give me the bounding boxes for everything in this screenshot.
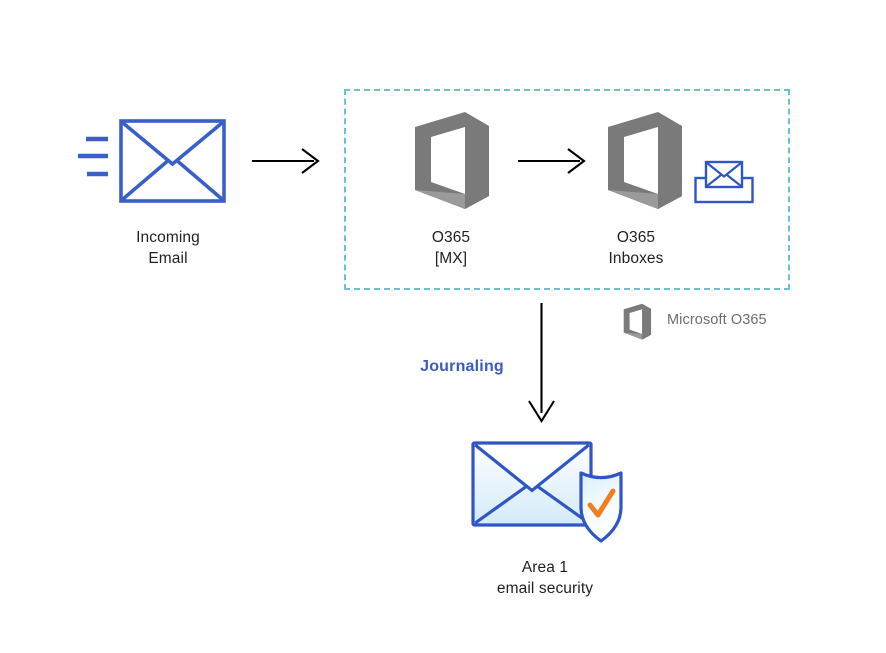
connector-mx-to-inboxes	[518, 145, 588, 177]
connector-inboxes-to-area1	[524, 303, 560, 425]
office-365-box-icon	[623, 303, 652, 340]
o365-mx-label: O365 [MX]	[431, 229, 471, 267]
journaling-label: Journaling	[420, 358, 504, 375]
legend-o365-label: Microsoft O365	[667, 312, 767, 328]
incoming-email-node[interactable]	[78, 118, 226, 210]
o365-mx-node[interactable]	[405, 110, 497, 210]
envelope-with-shield-check-icon	[471, 441, 623, 543]
o365-inboxes-label: O365 Inboxes	[608, 229, 664, 267]
envelope-with-motion-lines-icon	[78, 119, 226, 203]
office-365-box-icon	[608, 112, 682, 209]
microsoft-o365-boundary-box	[344, 89, 790, 290]
incoming-email-label: Incoming Email	[136, 229, 200, 267]
legend-o365: Microsoft O365	[620, 303, 790, 341]
office-365-box-icon	[415, 112, 489, 209]
inbox-tray-envelope-icon	[694, 160, 754, 204]
area1-email-security-node[interactable]	[470, 435, 632, 545]
connector-incoming-to-mx	[252, 145, 322, 177]
o365-inboxes-badge	[694, 158, 754, 204]
area1-email-security-label: Area 1 email security	[496, 559, 594, 597]
o365-inboxes-node[interactable]	[598, 110, 690, 210]
